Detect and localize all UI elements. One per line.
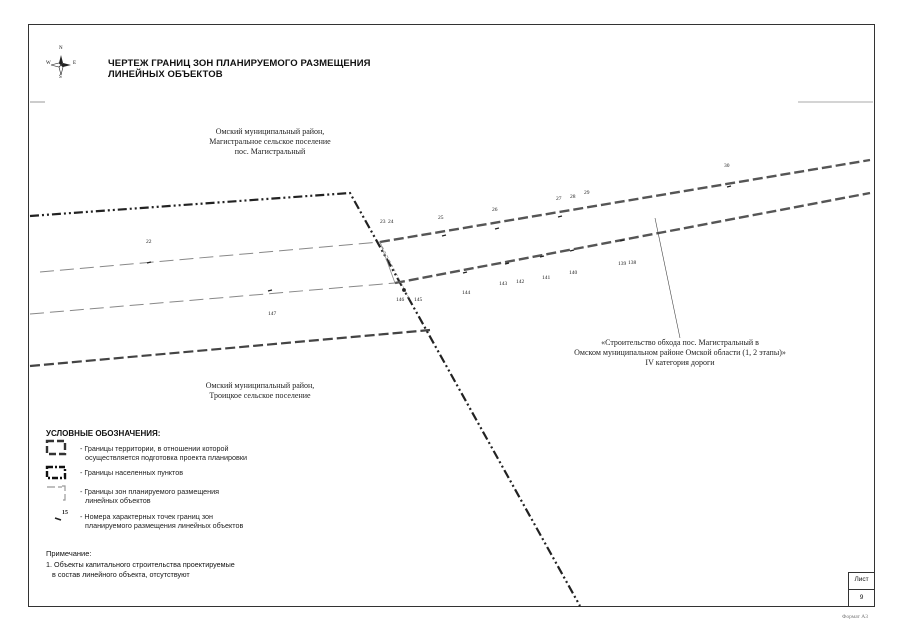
- point-label-140: 140: [569, 270, 578, 276]
- road-label-leader: [654, 217, 681, 339]
- point-mark-139: [619, 239, 625, 242]
- zone-boundary-south: [29, 282, 396, 315]
- road-label-line3: IV категория дороги: [645, 358, 715, 367]
- legend-item1-line1: - Границы территории, в отношении которо…: [80, 444, 229, 453]
- compass-n: N: [59, 46, 63, 51]
- point-label-146: 146: [396, 297, 405, 303]
- legend-item1-line2: осуществляется подготовка проекта планир…: [85, 453, 247, 462]
- point-label-27: 27: [556, 196, 562, 202]
- legend-item-points: - Номера характерных точек границ зон пл…: [80, 512, 243, 530]
- legend-item3-line1: - Границы зон планируемого размещения: [80, 487, 220, 496]
- area-label-south: Омский муниципальный район, Троицкое сел…: [180, 381, 340, 401]
- point-mark-22: [146, 261, 152, 264]
- point-label-25: 25: [438, 215, 444, 221]
- point-mark-140: [569, 249, 575, 252]
- road-label-line2: Омском муниципальном районе Омской облас…: [574, 348, 786, 357]
- note-line2: в состав линейного объекта, отсутствуют: [52, 569, 190, 579]
- area-north-line2: Магистральное сельское поселение: [209, 137, 331, 146]
- road-object-label: «Строительство обхода пос. Магистральный…: [560, 338, 800, 368]
- legend-item4-line1: - Номера характерных точек границ зон: [80, 512, 213, 521]
- compass-w: W: [46, 61, 51, 66]
- point-label-147: 147: [268, 311, 277, 317]
- point-mark-143: [504, 262, 510, 265]
- point-label-138: 138: [628, 260, 637, 266]
- sheet-number-box: Лист 9: [848, 572, 875, 607]
- point-label-24: 24: [388, 219, 394, 225]
- legend-item-territory: - Границы территории, в отношении которо…: [80, 444, 247, 462]
- legend-symbol-zone: [47, 485, 66, 501]
- point-label-30: 30: [724, 163, 730, 169]
- paper-format: Формат А3: [842, 614, 869, 620]
- point-label-141: 141: [542, 275, 551, 281]
- point-label-143: 143: [499, 281, 508, 287]
- point-mark-144: [462, 271, 468, 274]
- settlement-boundary-line: [29, 191, 581, 607]
- territory-boundary-southeast: [394, 191, 871, 285]
- area-south-line2: Троицкое сельское поселение: [209, 391, 311, 400]
- area-north-line1: Омский муниципальный район,: [215, 127, 325, 136]
- point-label-26: 26: [492, 207, 498, 213]
- area-north-line3: пос. Магистральный: [234, 147, 306, 156]
- area-label-north: Омский муниципальный район, Магистрально…: [190, 127, 350, 157]
- point-mark-30: [726, 185, 732, 188]
- note-title: Примечание:: [46, 549, 92, 558]
- legend-item-zone: - Границы зон планируемого размещения ли…: [80, 487, 219, 505]
- legend-point-number: 15: [62, 510, 68, 516]
- point-label-23: 23: [380, 219, 386, 225]
- point-mark-147: [267, 289, 273, 292]
- point-mark-27: [557, 215, 563, 218]
- point-label-145: 145: [414, 297, 423, 303]
- point-label-144: 144: [462, 290, 471, 296]
- sheet-number: 9: [859, 594, 864, 601]
- territory-boundary-southwest: [29, 328, 431, 368]
- point-mark-141: [539, 255, 545, 258]
- note-line1: 1. Объекты капитального строительства пр…: [46, 560, 235, 569]
- point-label-139: 139: [618, 261, 627, 267]
- point-mark-146: [402, 288, 406, 292]
- sheet-divider: [849, 589, 874, 590]
- legend-title: УСЛОВНЫЕ ОБОЗНАЧЕНИЯ:: [46, 429, 161, 438]
- compass-e: E: [73, 61, 77, 66]
- drawing-frame: [28, 24, 875, 607]
- legend-symbol-point: [54, 517, 62, 521]
- road-label-line1: «Строительство обхода пос. Магистральный…: [601, 338, 759, 347]
- point-label-28: 28: [570, 194, 576, 200]
- zone-boundary-north: [39, 241, 381, 273]
- compass-rose: [50, 55, 71, 76]
- point-label-142: 142: [516, 279, 525, 285]
- point-mark-25: [441, 234, 447, 237]
- area-south-line1: Омский муниципальный район,: [205, 381, 315, 390]
- point-mark-26: [494, 227, 500, 230]
- legend-item-settlement: - Границы населенных пунктов: [80, 468, 184, 477]
- drawing-title: ЧЕРТЕЖ ГРАНИЦ ЗОН ПЛАНИРУЕМОГО РАЗМЕЩЕНИ…: [108, 58, 371, 80]
- characteristic-point-marks: [146, 185, 732, 292]
- territory-boundary-north: [379, 158, 871, 244]
- point-label-22: 22: [146, 239, 152, 245]
- sheet-label: Лист: [854, 576, 869, 583]
- legend-symbol-settlement: [45, 465, 67, 480]
- note-text: 1. Объекты капитального строительства пр…: [46, 560, 306, 579]
- legend-item4-line2: планируемого размещения линейных объекто…: [85, 521, 244, 530]
- legend-symbol-territory: [45, 439, 67, 456]
- point-label-29: 29: [584, 190, 590, 196]
- zone-boundary-inner: [379, 241, 411, 301]
- compass-s: S: [59, 75, 62, 80]
- legend-item3-line2: линейных объектов: [85, 496, 151, 505]
- zone-boundary-west-edge: [379, 241, 396, 284]
